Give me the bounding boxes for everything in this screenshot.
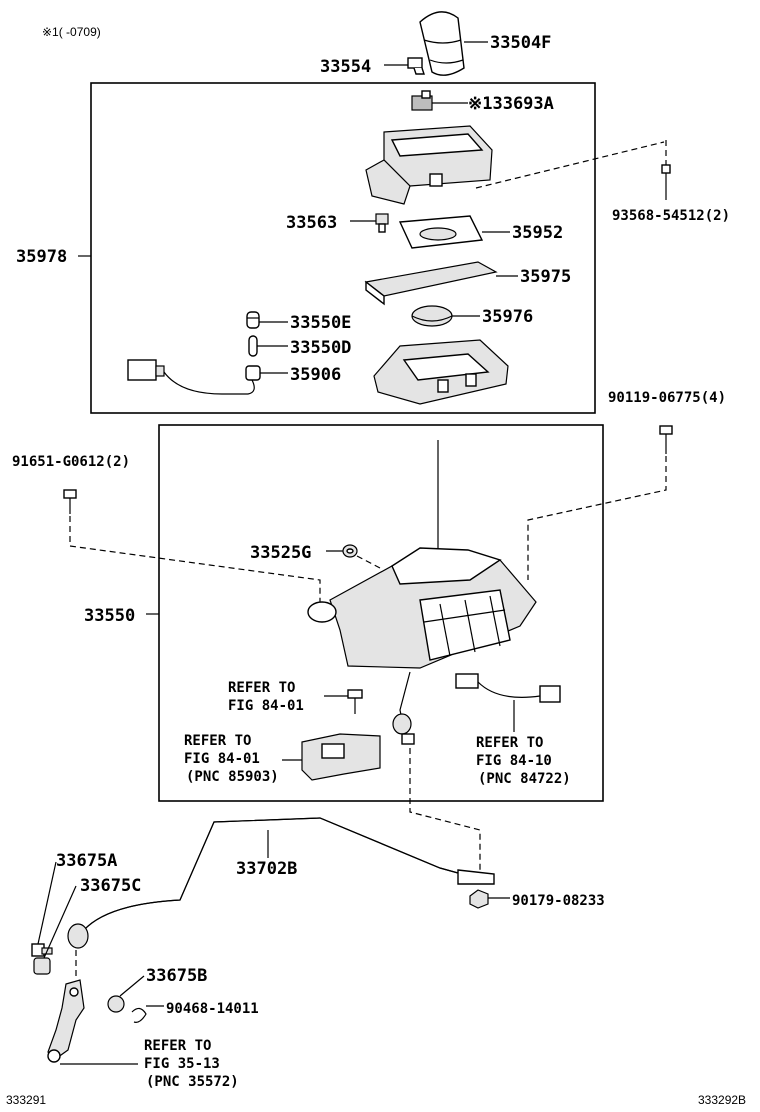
lower-housing-part[interactable]: [373, 339, 509, 405]
part-label-35906[interactable]: 35906: [290, 365, 341, 385]
knob-clip-part[interactable]: [407, 57, 425, 75]
indicator-housing-part[interactable]: [365, 125, 493, 205]
part-label-33702B[interactable]: 33702B: [236, 859, 297, 879]
applicability-note: ※1( -0709): [42, 25, 101, 39]
refer-84-01-b-line3: (PNC 85903): [186, 769, 279, 785]
part-label-33525G[interactable]: 33525G: [250, 543, 311, 563]
part-label-35975[interactable]: 35975: [520, 267, 571, 287]
shift-lever-assembly-part[interactable]: [307, 440, 537, 745]
part-label-91651[interactable]: 91651-G0612(2): [12, 454, 130, 470]
indicator-clip-part[interactable]: [411, 90, 433, 111]
part-label-33675A[interactable]: 33675A: [56, 851, 117, 871]
part-label-35978[interactable]: 35978: [16, 247, 67, 267]
clip-33563-part[interactable]: [375, 213, 389, 233]
refer-84-01-b-line1: REFER TO: [184, 733, 251, 749]
slide-plate-part[interactable]: [398, 215, 484, 249]
refer-35-13-line2: FIG 35-13: [144, 1056, 220, 1072]
bushing-33675C-part[interactable]: [33, 957, 51, 975]
console-assembly-box: [90, 82, 596, 414]
part-label-33554[interactable]: 33554: [320, 57, 371, 77]
part-label-33675C[interactable]: 33675C: [80, 876, 141, 896]
refer-84-10-line3: (PNC 84722): [478, 771, 571, 787]
footer-left-code: 333291: [6, 1093, 46, 1107]
part-label-33550E[interactable]: 33550E: [290, 313, 351, 333]
part-label-33550D[interactable]: 33550D: [290, 338, 351, 358]
refer-84-10-line2: FIG 84-10: [476, 753, 552, 769]
shift-knob-part[interactable]: [419, 11, 465, 76]
part-label-33563[interactable]: 33563: [286, 213, 337, 233]
footer-right-code: 333292B: [698, 1093, 746, 1107]
cap-35976-part[interactable]: [411, 305, 453, 327]
ref-harness-84722-part[interactable]: [455, 673, 561, 703]
wire-harness-35906-part[interactable]: [127, 359, 261, 395]
clip-90468-part[interactable]: [131, 1007, 147, 1023]
part-label-35976[interactable]: 35976: [482, 307, 533, 327]
part-label-33504F[interactable]: 33504F: [490, 33, 551, 53]
bushing-33675B-part[interactable]: [107, 995, 125, 1013]
refer-35-13-line1: REFER TO: [144, 1038, 211, 1054]
part-label-90468[interactable]: 90468-14011: [166, 1001, 259, 1017]
transmission-lever-part[interactable]: [47, 979, 85, 1063]
transmission-cable-part[interactable]: [67, 817, 495, 949]
ref-bracket-85903-part[interactable]: [301, 733, 381, 781]
shift-lever-assembly-box: [158, 424, 604, 802]
part-label-90119[interactable]: 90119-06775(4): [608, 390, 726, 406]
part-label-93568[interactable]: 93568-54512(2): [612, 208, 730, 224]
refer-35-13-line3: (PNC 35572): [146, 1074, 239, 1090]
refer-84-01-a-line1: REFER TO: [228, 680, 295, 696]
dust-cover-part[interactable]: [364, 261, 498, 306]
bolt-90119-part[interactable]: [659, 425, 673, 454]
refer-84-10-line1: REFER TO: [476, 735, 543, 751]
screw-93568-part[interactable]: [661, 164, 671, 200]
refer-84-01-a-line2: FIG 84-01: [228, 698, 304, 714]
refer-84-01-b-line2: FIG 84-01: [184, 751, 260, 767]
part-label-35952[interactable]: 35952: [512, 223, 563, 243]
ref-bolt-part[interactable]: [347, 689, 363, 714]
bolt-91651-part[interactable]: [63, 489, 77, 514]
part-label-90179[interactable]: 90179-08233: [512, 893, 605, 909]
part-label-33550[interactable]: 33550: [84, 606, 135, 626]
bulb-socket-33550E-part[interactable]: [246, 311, 260, 329]
nut-90179-part[interactable]: [469, 889, 489, 909]
part-label-33675B[interactable]: 33675B: [146, 966, 207, 986]
grommet-33525G-part[interactable]: [342, 544, 358, 558]
bulb-33550D-part[interactable]: [248, 335, 258, 357]
part-label-33693A[interactable]: ※133693A: [468, 94, 554, 114]
